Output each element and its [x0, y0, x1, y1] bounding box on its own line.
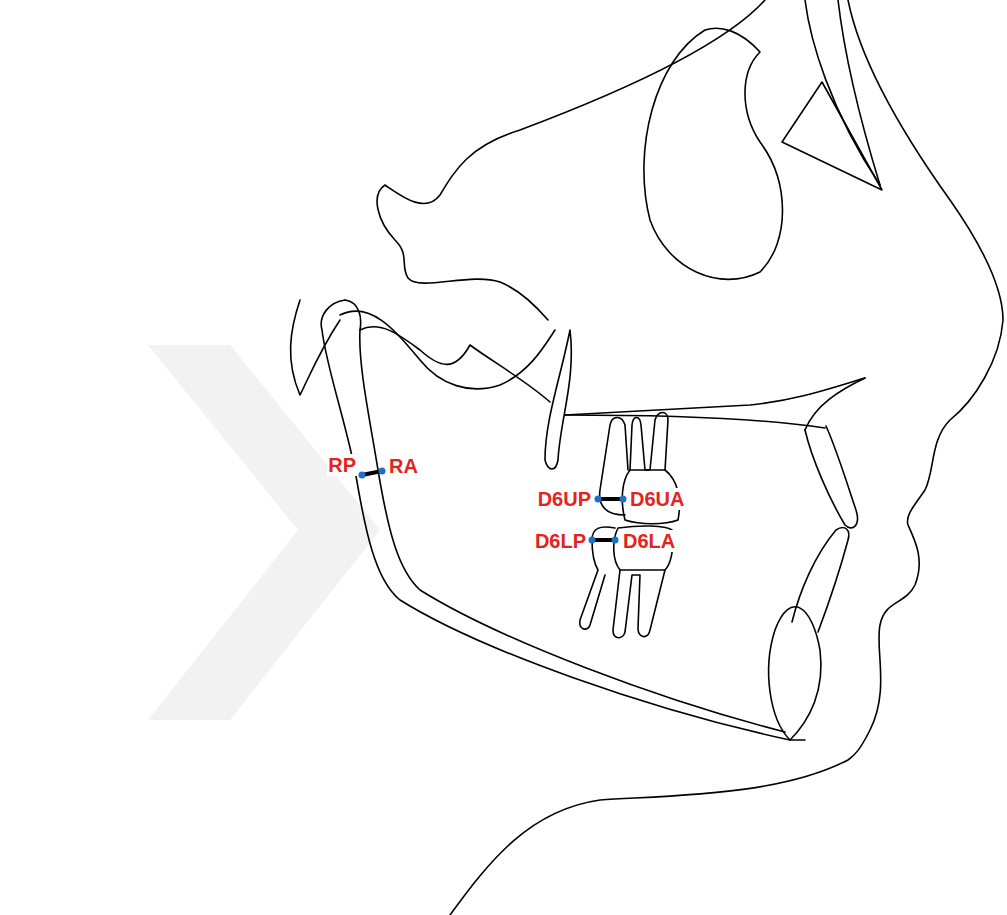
palate-outline — [565, 415, 825, 428]
upper-molar-width-line — [598, 497, 623, 501]
landmark-dot — [359, 472, 366, 479]
symphysis — [769, 607, 821, 740]
orbit-outline — [644, 28, 783, 279]
landmark-label: D6UA — [629, 488, 685, 510]
landmark-label: RA — [388, 455, 419, 477]
landmark-dot — [595, 496, 602, 503]
maxilla-front — [805, 378, 865, 430]
zygoma-outline — [340, 311, 555, 389]
landmark-label: D6UP — [537, 488, 592, 510]
cranial-outline — [805, 0, 880, 185]
landmark-dot — [589, 537, 596, 544]
cranial-outline — [377, 0, 765, 320]
landmark-label: RP — [327, 454, 357, 476]
landmark-dot — [612, 537, 619, 544]
key-ridge — [782, 82, 882, 190]
menton — [790, 739, 805, 741]
lower-first-molar — [620, 569, 665, 571]
palatal-plane — [565, 378, 865, 415]
upper-incisor — [805, 426, 857, 528]
lower-incisor — [792, 528, 849, 632]
landmark-label: D6LP — [534, 530, 587, 552]
landmark-dot — [620, 496, 627, 503]
upper-first-molar — [630, 469, 665, 471]
pterygomaxillary-fissure — [545, 330, 571, 469]
watermark-chevron — [148, 345, 380, 720]
ramus-notch — [360, 327, 550, 402]
cranial-outline — [838, 0, 880, 185]
soft-tissue-profile — [450, 0, 1003, 915]
landmark-dot — [379, 468, 386, 475]
mandible-outer — [321, 300, 790, 740]
mandible-inner — [345, 300, 785, 732]
landmark-label: D6LA — [622, 530, 676, 552]
